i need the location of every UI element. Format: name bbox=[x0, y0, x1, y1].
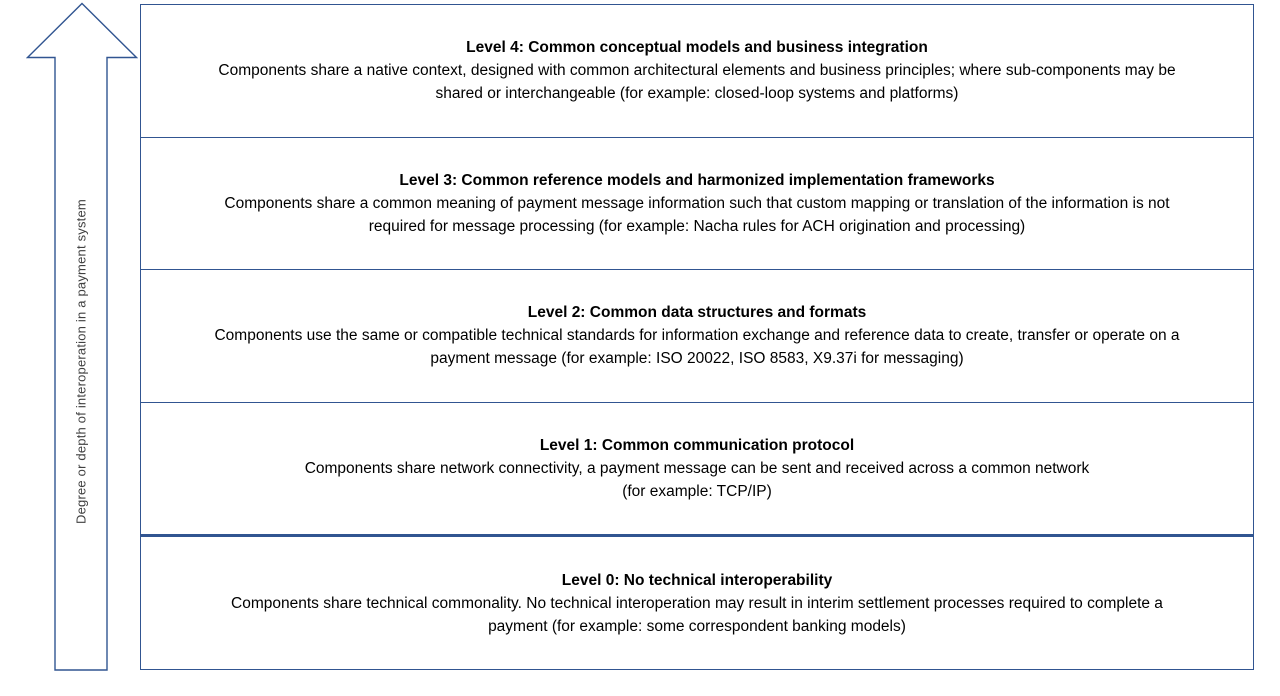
level-2-box: Level 2: Common data structures and form… bbox=[141, 269, 1253, 402]
level-0-title: Level 0: No technical interoperability bbox=[561, 571, 833, 589]
level-4-box: Level 4: Common conceptual models and bu… bbox=[141, 5, 1253, 137]
level-2-description: Components use the same or compatible te… bbox=[214, 327, 1180, 368]
level-0-description: Components share technical commonality. … bbox=[231, 594, 1163, 635]
up-arrow-icon bbox=[26, 2, 138, 671]
level-4-description: Components share a native context, desig… bbox=[218, 62, 1176, 103]
level-3-description: Components share a common meaning of pay… bbox=[224, 194, 1170, 235]
level-1-box: Level 1: Common communication protocol C… bbox=[141, 401, 1253, 535]
level-3-title: Level 3: Common reference models and har… bbox=[399, 171, 995, 189]
level-1-description: Components share network connectivity, a… bbox=[304, 460, 1090, 501]
level-0-box: Level 0: No technical interoperability C… bbox=[141, 534, 1253, 669]
levels-stack: Level 4: Common conceptual models and bu… bbox=[140, 4, 1254, 670]
level-1-title: Level 1: Common communication protocol bbox=[539, 437, 855, 455]
axis-label: Degree or depth of interoperation in a p… bbox=[73, 199, 89, 525]
level-4-title: Level 4: Common conceptual models and bu… bbox=[466, 39, 928, 57]
level-2-title: Level 2: Common data structures and form… bbox=[527, 304, 867, 322]
level-3-box: Level 3: Common reference models and har… bbox=[141, 136, 1253, 270]
